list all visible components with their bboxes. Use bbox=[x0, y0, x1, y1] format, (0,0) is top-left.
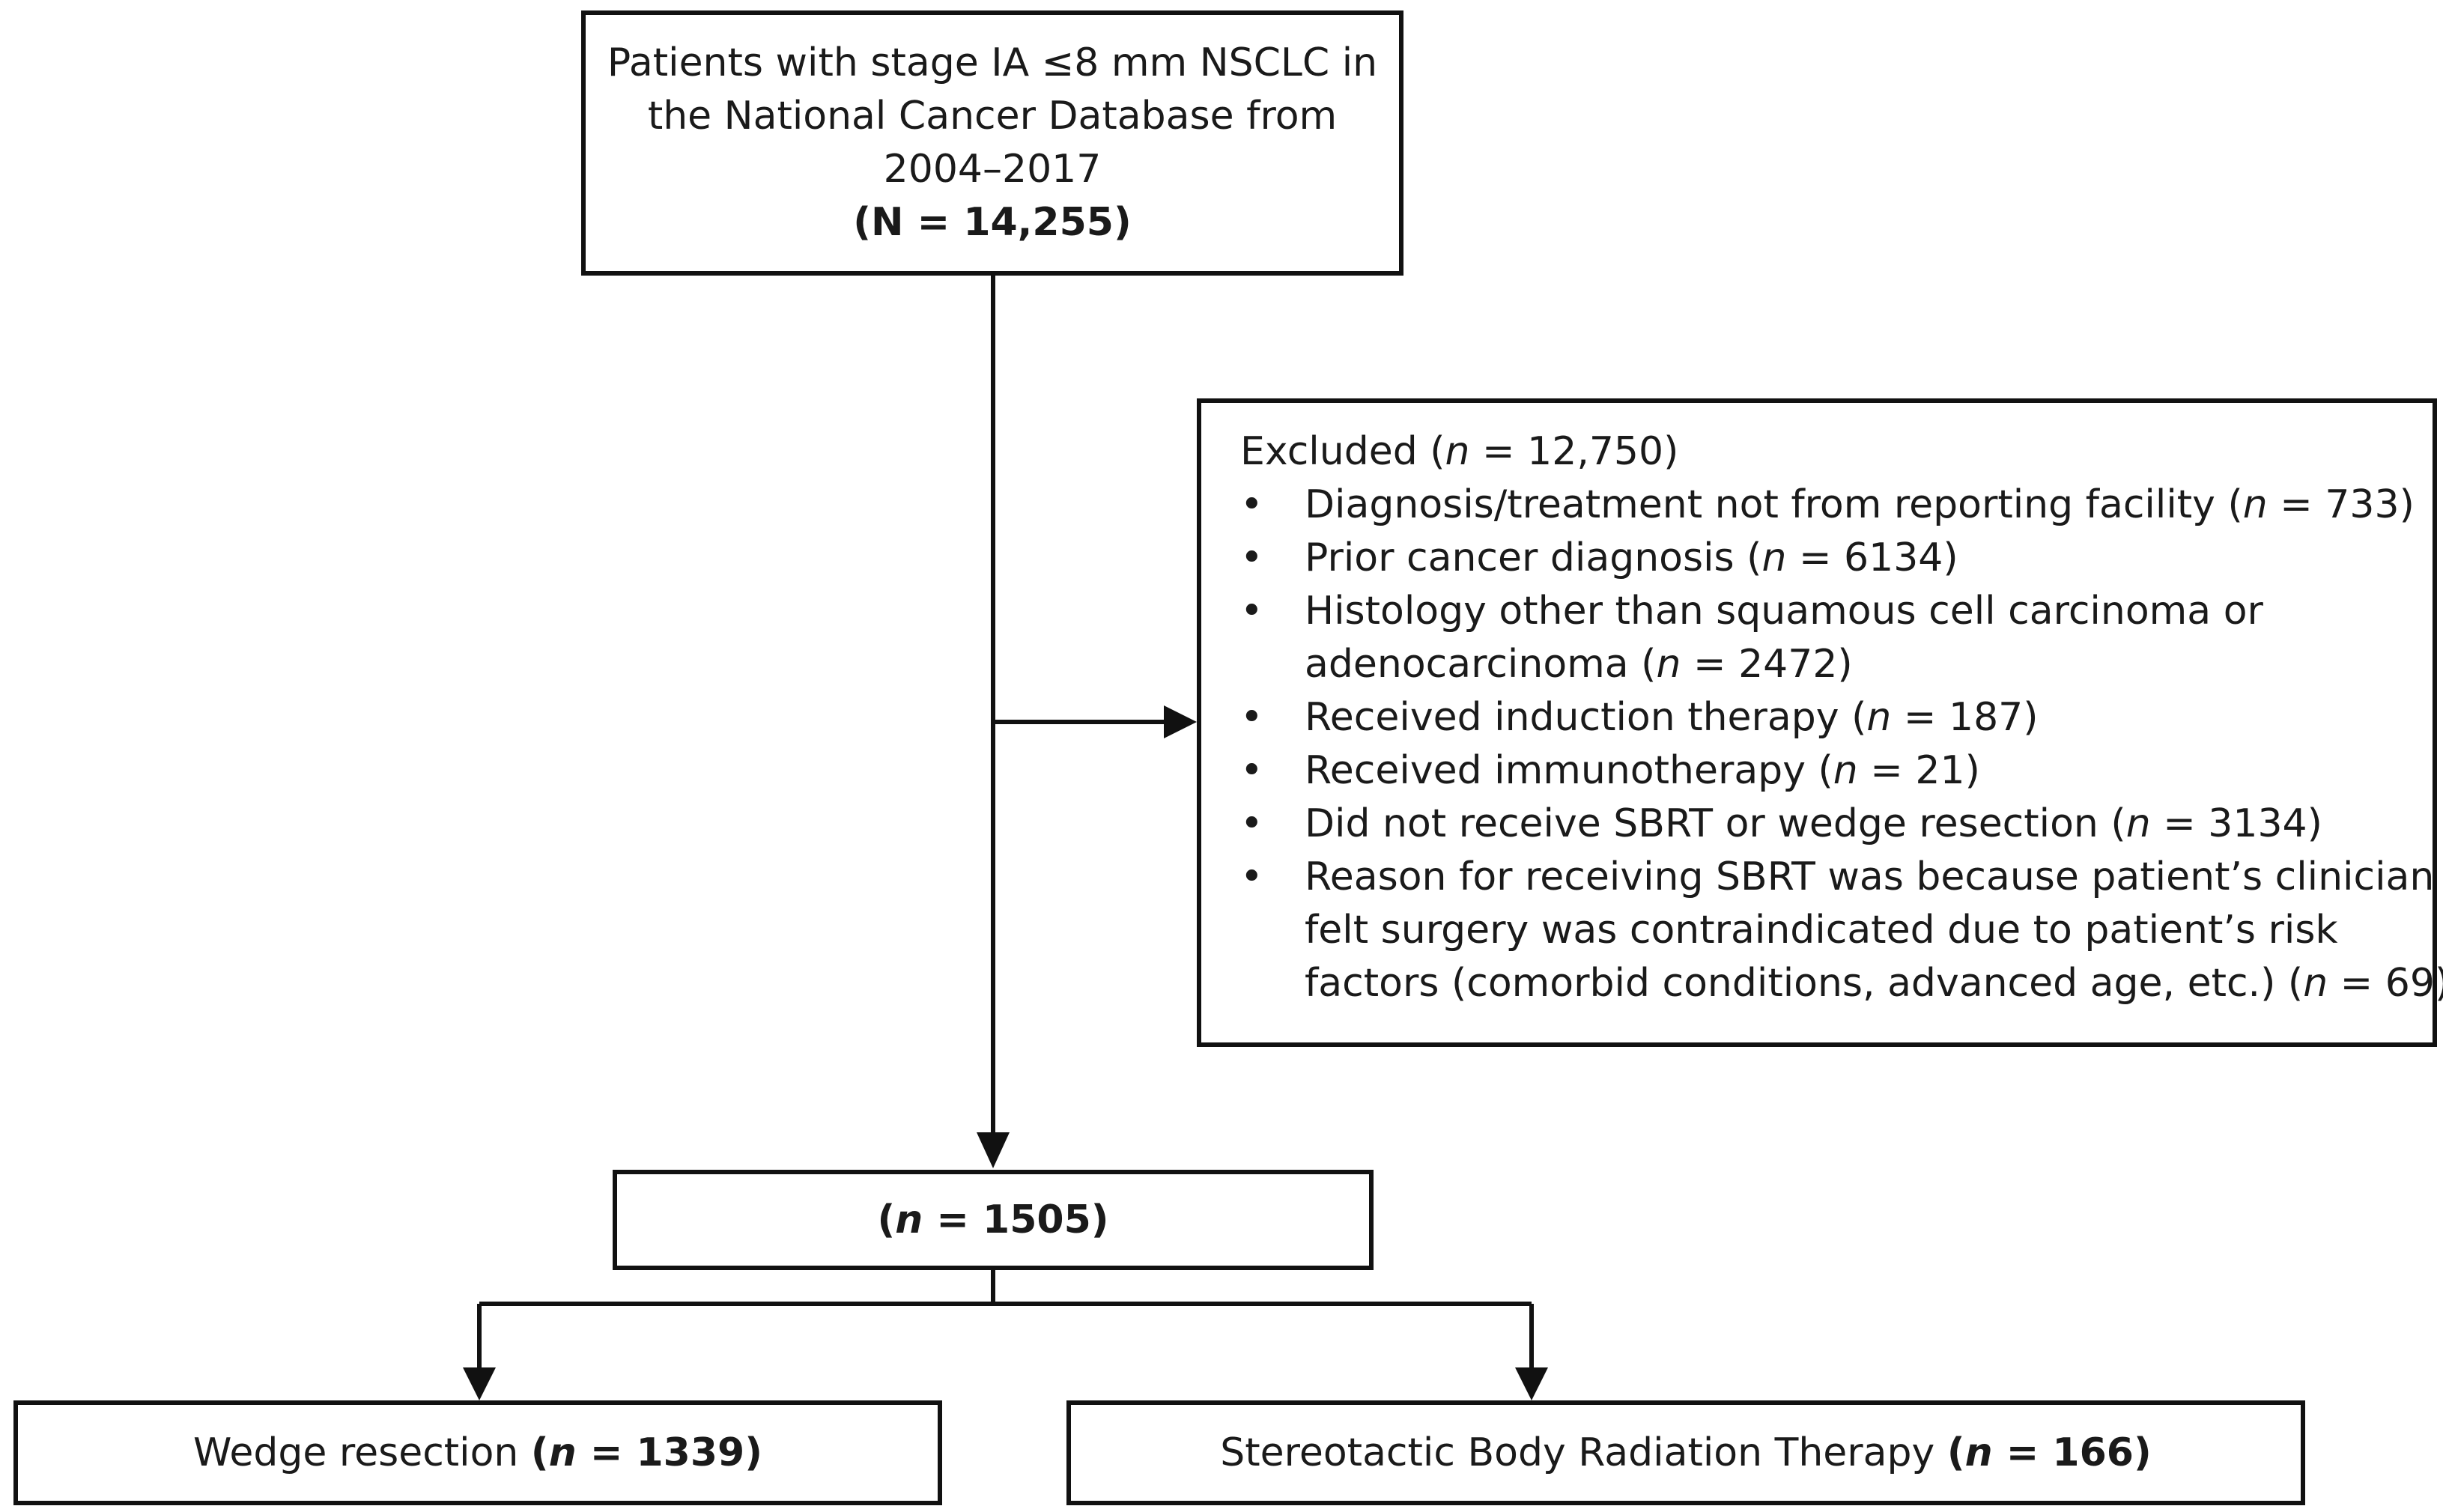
exclusion-item-prior-cancer: •Prior cancer diagnosis (n = 6134) bbox=[1240, 532, 2403, 585]
exclusion-item-induction-therapy: •Received induction therapy (n = 187) bbox=[1240, 691, 2403, 744]
bullet-icon: • bbox=[1240, 748, 1263, 793]
exclusion-item-histology: •Histology other than squamous cell carc… bbox=[1240, 585, 2403, 691]
included-cohort-box: (n = 1505) bbox=[613, 1170, 1374, 1270]
exclusion-item-reporting-facility: •Diagnosis/treatment not from reporting … bbox=[1240, 479, 2415, 532]
bullet-icon: • bbox=[1240, 695, 1263, 740]
included-count: (n = 1505) bbox=[877, 1197, 1109, 1242]
trunk-arrowhead bbox=[977, 1132, 1010, 1168]
exclusion-title: Excluded (n = 12,750) bbox=[1240, 429, 1679, 474]
bullet-icon: • bbox=[1240, 589, 1263, 634]
population-line-3: 2004–2017 bbox=[883, 147, 1102, 192]
bullet-icon: • bbox=[1240, 482, 1263, 527]
sbrt-label: Stereotactic Body Radiation Therapy (n =… bbox=[1220, 1430, 2152, 1475]
exclusion-item-sbrt-contraindicated: •Reason for receiving SBRT was because p… bbox=[1240, 851, 2443, 1010]
bullet-icon: • bbox=[1240, 801, 1263, 846]
study-population-box: Patients with stage IA ≤8 mm NSCLC in th… bbox=[581, 10, 1403, 276]
exclusion-arrowhead bbox=[1164, 705, 1197, 738]
sbrt-box: Stereotactic Body Radiation Therapy (n =… bbox=[1066, 1400, 2305, 1505]
bullet-icon: • bbox=[1240, 854, 1263, 899]
exclusion-criteria-list: •Diagnosis/treatment not from reporting … bbox=[1240, 479, 2443, 1010]
exclusion-item-immunotherapy: •Received immunotherapy (n = 21) bbox=[1240, 744, 2403, 798]
population-line-2: the National Cancer Database from bbox=[647, 94, 1338, 139]
exclusion-box: Excluded (n = 12,750) •Diagnosis/treatme… bbox=[1197, 398, 2443, 1047]
bullet-icon: • bbox=[1240, 535, 1263, 580]
exclusion-item-no-sbrt-or-wedge: •Did not receive SBRT or wedge resection… bbox=[1240, 798, 2403, 851]
wedge-resection-label: Wedge resection (n = 1339) bbox=[192, 1430, 762, 1475]
wedge-arrowhead bbox=[463, 1367, 496, 1400]
population-line-1: Patients with stage IA ≤8 mm NSCLC in bbox=[607, 40, 1378, 85]
population-count: (N = 14,255) bbox=[853, 200, 1132, 245]
wedge-resection-box: Wedge resection (n = 1339) bbox=[13, 1400, 942, 1505]
sbrt-arrowhead bbox=[1515, 1367, 1548, 1400]
